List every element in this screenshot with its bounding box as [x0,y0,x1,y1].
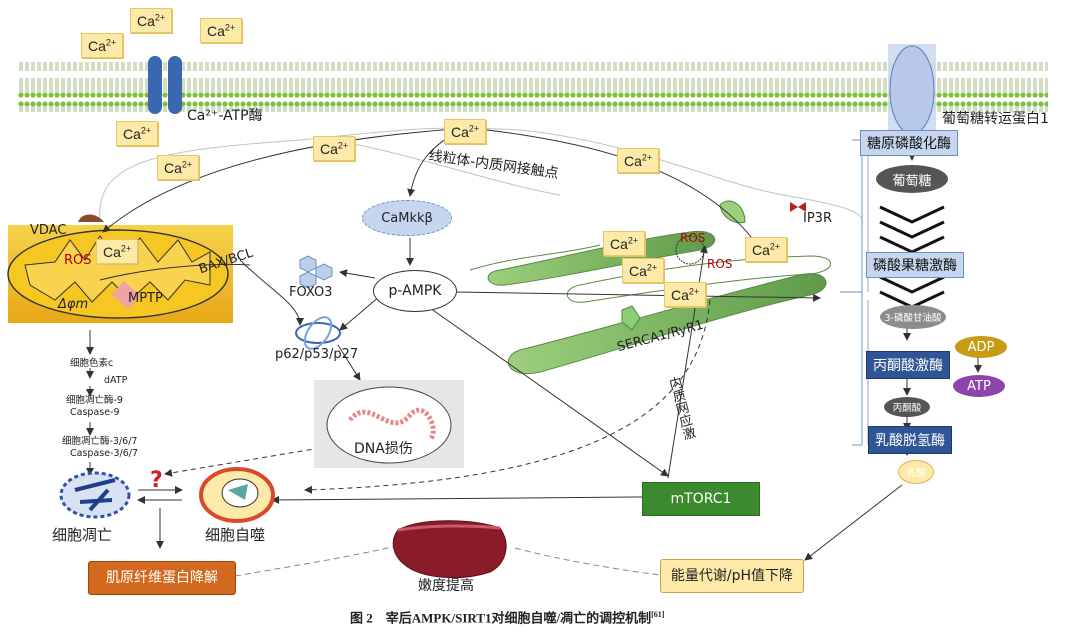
cytc-label: 细胞色素c [70,358,114,369]
casp9-cn-label: 细胞凋亡酶-9 [66,395,123,406]
camkk-node: CaMkkβ [362,200,452,236]
caption-text: 宰后AMPK/SIRT1对细胞自噬/凋亡的调控机制 [385,610,652,626]
datp-label: dATP [104,375,128,386]
er-ca-ion-4: Ca2+ [745,237,788,262]
glucose-node: 葡萄糖 [876,165,948,193]
pyruvate-kinase-box: 丙酮酸激酶 [866,351,950,379]
ca-ion-8: Ca2+ [617,148,660,173]
p62-label: p62/p53/p27 [275,347,359,362]
myofibril-box: 肌原纤维蛋白降解 [88,561,236,595]
tenderness-label: 嫩度提高 [418,578,474,594]
figure-caption: 图 2 宰后AMPK/SIRT1对细胞自噬/凋亡的调控机制[61] [350,610,665,626]
casp9-label: Caspase-9 [70,407,120,418]
atp-node: ATP [953,375,1005,397]
ca-ion-2: Ca2+ [81,33,124,58]
ca-ion-4: Ca2+ [116,121,159,146]
figure-number: 图 2 [350,610,373,626]
ip3r-label: IP3R [803,211,832,226]
ca-ion-1: Ca2+ [130,8,173,33]
casp367-cn-label: 细胞凋亡酶-3/6/7 [62,436,138,447]
glucose-transporter [889,45,935,135]
energy-box: 能量代谢/pH值下降 [660,559,804,593]
membrane-potential-label: Δφm [58,297,89,312]
cell-membrane [18,62,1048,112]
pfk-box: 磷酸果糖激酶 [866,252,964,278]
g3p-node: 3-磷酸甘油酸 [880,305,946,329]
adp-node: ADP [955,336,1007,358]
glycogen-phosphorylase-box: 糖原磷酸化酶 [860,130,958,156]
apoptosis-label: 细胞凋亡 [52,526,113,544]
ca-ion-6: Ca2+ [444,119,487,144]
er-ros-label-1: ROS [680,231,706,245]
caption-ref: [61] [651,610,665,619]
ca-atpase-channel [148,56,162,114]
question-mark: ? [150,468,163,493]
vdac-label: VDAC [30,223,67,238]
er-ca-ion-3: Ca2+ [664,282,707,307]
lactate-node: 乳酸 [898,460,934,484]
mito-ca-ion: Ca2+ [96,239,139,264]
casp367-label: Caspase-3/6/7 [70,448,139,459]
ca-ion-7: Ca2+ [157,155,200,180]
er-ca-ion-1: Ca2+ [603,231,646,256]
glut-label: 葡萄糖转运蛋白1 [942,111,1049,127]
dna-damage-label: DNA损伤 [354,441,413,457]
endoplasmic-reticulum [507,273,827,374]
p-ampk-node: p-AMPK [373,270,457,312]
foxo3-label: FOXO3 [289,285,333,300]
atpase-label: Ca²⁺-ATP酶 [187,108,263,124]
autophagy-label: 细胞自噬 [205,526,266,544]
pyruvate-node: 丙酮酸 [884,397,930,417]
ca-ion-3: Ca2+ [200,18,243,43]
ca-ion-5: Ca2+ [313,136,356,161]
mtorc1-box: mTORC1 [642,482,760,516]
ldh-box: 乳酸脱氢酶 [868,426,952,454]
er-ca-ion-2: Ca2+ [622,258,665,283]
mito-ros-label: ROS [64,253,92,268]
er-ros-label-2: ROS [707,257,733,271]
mptp-label: MPTP [128,291,163,306]
